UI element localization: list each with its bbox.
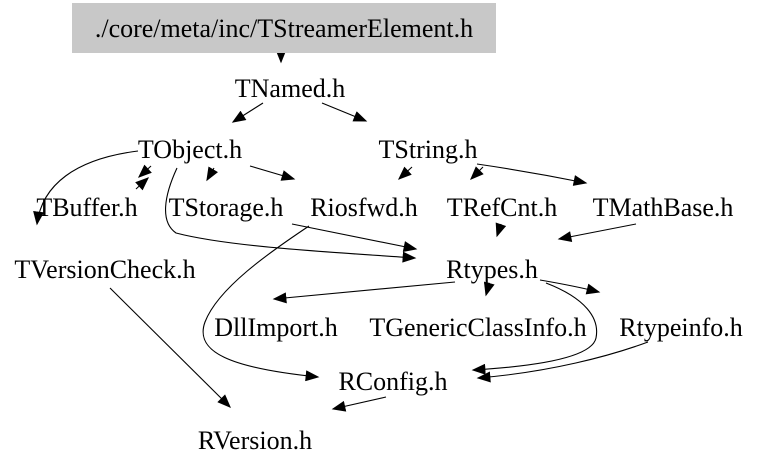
node-rtypes[interactable]: Rtypes.h [446, 255, 538, 284]
node-tgenericclassinfo[interactable]: TGenericClassInfo.h [369, 313, 586, 342]
node-tnamed[interactable]: TNamed.h [235, 74, 345, 103]
edge-rconfig-to-rversion [331, 396, 387, 412]
edge-tstring-to-tmathbase [476, 163, 588, 186]
node-tmathbase[interactable]: TMathBase.h [593, 193, 734, 222]
node-tbuffer[interactable]: TBuffer.h [36, 193, 137, 222]
edge-rtypeinfo-to-rconfig [476, 341, 649, 383]
edge-rtypes-to-tgenericclassinfo [483, 281, 495, 297]
node-tstring[interactable]: TString.h [379, 135, 478, 164]
edge-tnamed-to-tobject [231, 102, 264, 123]
edge-tstring-to-riosfwd [397, 166, 413, 180]
edge-rtypes-to-rtypeinfo [539, 279, 601, 295]
edge-riosfwd-to-rconfig [202, 225, 320, 382]
edge-tstring-to-trefcnt [470, 166, 484, 180]
edge-tobject-to-tversioncheck [33, 150, 139, 226]
node-trefcnt[interactable]: TRefCnt.h [447, 193, 558, 222]
edge-tobject-to-riosfwd [249, 165, 296, 181]
node-dllimport[interactable]: DllImport.h [214, 313, 338, 342]
edge-tmathbase-to-rtypes [557, 223, 637, 243]
root-node-box [72, 3, 496, 53]
node-tobject[interactable]: TObject.h [138, 135, 242, 164]
edge-tobject-to-tstorage [206, 166, 218, 182]
edge-tobject-to-tbuffer [137, 164, 152, 178]
node-tstorage[interactable]: TStorage.h [169, 193, 284, 222]
edge-tobject-to-rtypes [165, 167, 417, 263]
edge-trefcnt-to-rtypes [495, 222, 507, 238]
edge-rtypes-to-dllimport [272, 281, 456, 304]
node-tstreamerelement: ./core/meta/inc/TStreamerElement.h [95, 14, 473, 43]
node-rtypeinfo[interactable]: Rtypeinfo.h [619, 313, 743, 342]
node-tversioncheck[interactable]: TVersionCheck.h [14, 255, 195, 284]
node-rversion[interactable]: RVersion.h [198, 426, 312, 455]
edge-tbuffer-to-tobject [135, 177, 150, 191]
edge-tversioncheck-to-rversion [109, 287, 231, 408]
edge-tstorage-to-rtypes [291, 223, 418, 252]
node-riosfwd[interactable]: Riosfwd.h [310, 193, 418, 222]
node-rconfig[interactable]: RConfig.h [338, 367, 447, 396]
edge-rtypes-to-rconfig [471, 282, 598, 375]
edge-tnamed-to-tstring [321, 102, 368, 122]
